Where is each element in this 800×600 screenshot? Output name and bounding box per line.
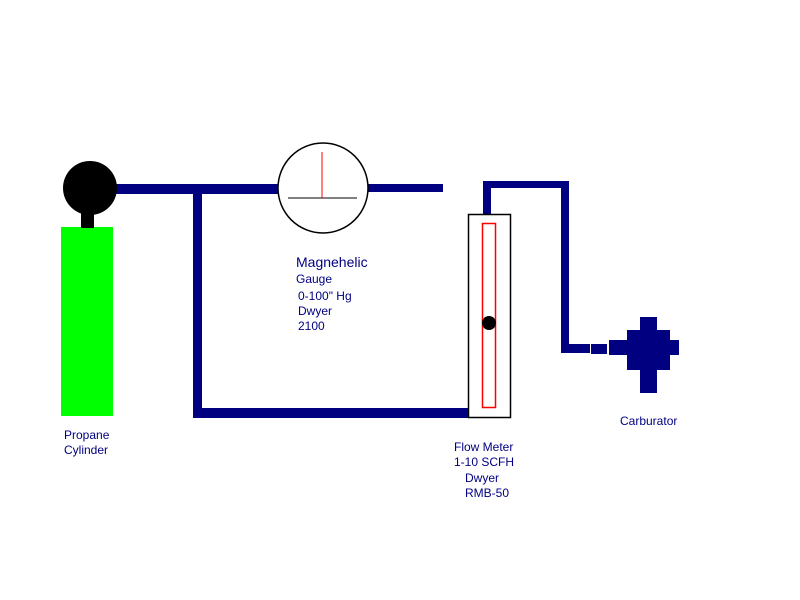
magnehelic-gauge bbox=[277, 142, 369, 234]
flowmeter-label-range: 1-10 SCFH bbox=[454, 455, 515, 469]
gauge-label-maker: Dwyer bbox=[298, 304, 333, 318]
pipe-tee-down bbox=[193, 184, 202, 418]
flowmeter-label-line1: Flow Meter bbox=[454, 440, 514, 454]
flow-meter-tube bbox=[481, 222, 497, 409]
gauge-label-title: Magnehelic bbox=[296, 254, 368, 270]
pipe-to-carb bbox=[561, 344, 590, 353]
gauge-label-range: 0-100" Hg bbox=[298, 289, 352, 303]
pipe-bottom-entry bbox=[440, 408, 468, 418]
cylinder-label-line1: Propane bbox=[64, 428, 110, 442]
pipe-flowmeter-right bbox=[561, 181, 569, 353]
flow-meter-float bbox=[482, 316, 496, 330]
propane-cylinder bbox=[61, 161, 117, 416]
cylinder-label-line2: Cylinder bbox=[64, 443, 109, 457]
gauge-label-model: 2100 bbox=[298, 319, 325, 333]
gauge-dial bbox=[277, 142, 369, 234]
carburator-label: Carburator bbox=[620, 414, 678, 428]
cylinder-valve-icon bbox=[63, 161, 117, 215]
cylinder-body bbox=[61, 227, 113, 416]
flowmeter-label-maker: Dwyer bbox=[465, 471, 500, 485]
carb-inlet-square bbox=[591, 344, 607, 354]
flow-meter bbox=[440, 213, 512, 419]
carb-vertical-bar bbox=[640, 317, 657, 393]
pipe-flowmeter-top bbox=[483, 181, 569, 188]
pipe-gauge-outlet bbox=[368, 184, 443, 192]
gauge-label-line2: Gauge bbox=[296, 272, 333, 286]
flow-meter-body bbox=[467, 213, 512, 419]
pipes bbox=[112, 181, 590, 418]
carburator bbox=[591, 317, 679, 393]
pipe-flowmeter-up bbox=[483, 181, 491, 217]
pipe-bottom bbox=[193, 408, 469, 418]
flowmeter-label-model: RMB-50 bbox=[465, 486, 510, 500]
